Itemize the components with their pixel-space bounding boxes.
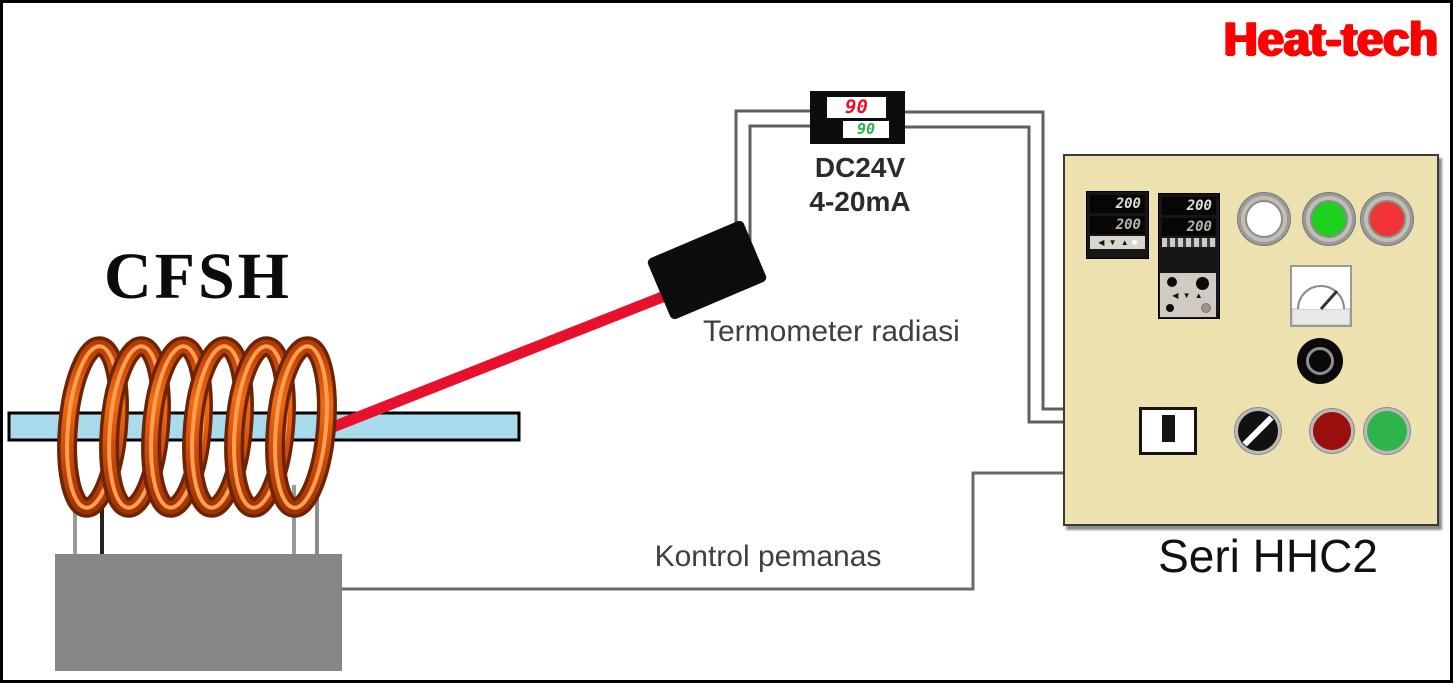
sensor-label: Termometer radiasi bbox=[703, 315, 960, 348]
knob-dot-icon bbox=[1196, 277, 1209, 290]
sensor-signal-wires bbox=[734, 109, 810, 241]
stop-button bbox=[1310, 409, 1354, 453]
heater-model-label: CFSH bbox=[103, 240, 293, 313]
pilot-light-red bbox=[1368, 200, 1406, 238]
controller-large-sv: 200 bbox=[1162, 218, 1216, 236]
transmitter-bottom-display: 90 bbox=[843, 121, 889, 138]
controller-large-lower: ◀ ▼ ▲ bbox=[1160, 273, 1216, 317]
power-rocker-switch bbox=[1139, 407, 1197, 455]
spec-current: 4-20mA bbox=[809, 186, 911, 217]
rotary-selector-switch bbox=[1235, 408, 1281, 454]
start-button bbox=[1364, 408, 1410, 454]
transmitter-top-display: 90 bbox=[827, 97, 886, 118]
temp-controller-small: 200 200 ◀ ▼ ▲ bbox=[1086, 191, 1149, 259]
temp-controller-large: 200 200 ◀ ▼ ▲ bbox=[1158, 193, 1220, 319]
controller-large-buttonstrip bbox=[1162, 238, 1216, 247]
meter-face bbox=[1291, 285, 1351, 326]
black-socket bbox=[1297, 338, 1343, 384]
diagram-scene bbox=[7, 109, 1063, 671]
controller-small-sv: 200 bbox=[1090, 216, 1145, 234]
glass-tube bbox=[7, 411, 521, 442]
coil-terminal-box bbox=[55, 554, 342, 671]
analog-meter bbox=[1290, 265, 1352, 327]
panel-series-label: Seri HHC2 bbox=[1158, 530, 1378, 582]
controller-small-keypad: ◀ ▼ ▲ bbox=[1090, 236, 1145, 249]
controller-large-keys: ◀ ▼ ▲ bbox=[1172, 291, 1204, 300]
knob-dot-icon bbox=[1167, 277, 1177, 287]
heater-control-wire bbox=[342, 471, 1063, 591]
spec-voltage: DC24V bbox=[814, 152, 906, 183]
brand-logo: Heat-tech bbox=[1223, 12, 1438, 65]
panel-signal-wires bbox=[905, 110, 1063, 424]
transmitter-box: 90 90 bbox=[810, 91, 905, 144]
pilot-light-green bbox=[1310, 200, 1348, 238]
laser-beam bbox=[327, 275, 709, 433]
controller-small-pv: 200 bbox=[1090, 195, 1145, 213]
controller-small-keys: ◀ ▼ ▲ bbox=[1098, 238, 1130, 247]
knob-dot-icon bbox=[1166, 304, 1174, 312]
transmitter-spec: DC24V 4-20mA bbox=[771, 151, 949, 219]
selector-stripe-icon bbox=[1242, 415, 1274, 447]
gray-dot-icon bbox=[1201, 303, 1211, 313]
control-panel: 200 200 ◀ ▼ ▲ 200 200 ◀ ▼ ▲ bbox=[1063, 154, 1439, 526]
control-wire-label: Kontrol pemanas bbox=[654, 540, 882, 573]
pilot-light-white bbox=[1245, 200, 1283, 238]
key-dot-icon bbox=[1131, 240, 1137, 246]
induction-coil bbox=[57, 336, 337, 518]
controller-large-pv: 200 bbox=[1162, 197, 1216, 215]
socket-ring-icon bbox=[1306, 347, 1334, 375]
rocker-bar-icon bbox=[1161, 415, 1175, 442]
